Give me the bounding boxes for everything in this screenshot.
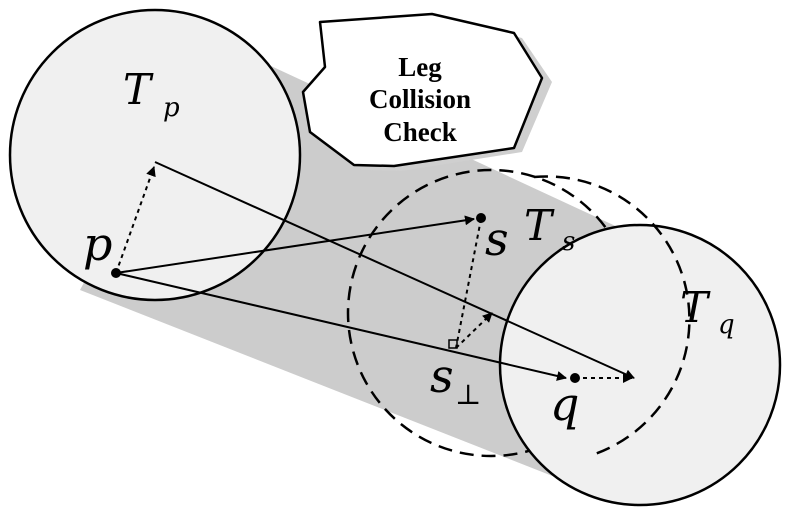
label-q: q: [550, 377, 579, 431]
point-q: [570, 373, 580, 383]
label-s-perp: s: [430, 349, 454, 403]
label-ts-sub: s: [562, 227, 575, 257]
callout-bubble: [301, 12, 544, 168]
point-s: [476, 213, 486, 223]
callout-line-2: Collision: [369, 84, 471, 114]
dotted-sperp-to-line: [455, 312, 493, 349]
label-ts: T: [524, 201, 555, 250]
label-p: p: [83, 217, 112, 271]
dotted-p-to-offset: [115, 166, 156, 274]
point-p: [111, 268, 121, 278]
label-tp-sub: p: [163, 93, 180, 123]
circle-tq: [498, 223, 782, 507]
vector-offset-to-tq: [154, 161, 635, 379]
vector-p-to-s: [115, 215, 475, 274]
label-s-perp-sub: ⊥: [455, 378, 481, 411]
callout-line-3: Check: [383, 117, 457, 147]
label-tq-sub: q: [718, 310, 735, 340]
circle-tp: [8, 8, 302, 302]
right-angle-marker: [448, 339, 458, 349]
label-tp: T: [123, 65, 154, 114]
vector-p-to-q: [115, 272, 567, 381]
callout-line-1: Leg: [398, 52, 442, 82]
circle-ts-overlap-arc: [533, 175, 691, 457]
label-s: s: [485, 212, 509, 266]
label-tq: T: [680, 283, 711, 332]
dotted-s-to-sperp: [455, 218, 482, 349]
